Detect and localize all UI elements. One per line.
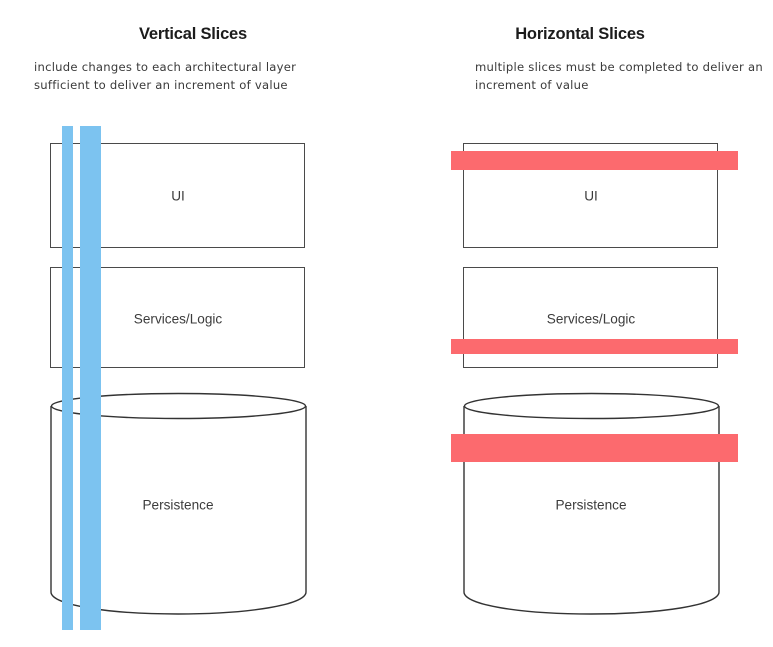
panel-title-horizontal: Horizontal Slices [515,25,645,43]
layer-label-services-right: Services/Logic [546,311,636,327]
panel-caption-vertical: include changes to each architectural la… [34,60,297,92]
horizontal-slice-1-ui [451,151,738,170]
vertical-slice-1 [62,126,73,630]
layer-cylinder-persistence-left [50,392,308,618]
layer-label-persistence-left: Persistence [142,497,214,513]
layer-label-services-left: Services/Logic [133,311,223,327]
panel-caption-horizontal: multiple slices must be completed to del… [475,60,763,92]
panel-vertical-slices: Vertical Slices include changes to each … [0,0,386,647]
panel-title-vertical: Vertical Slices [139,25,247,43]
vertical-slice-2 [80,126,101,630]
panel-horizontal-slices: Horizontal Slices multiple slices must b… [387,0,773,647]
horizontal-slice-3-persistence [451,434,738,462]
layer-label-ui-left: UI [171,188,185,204]
horizontal-slice-2-services [451,339,738,354]
layer-label-ui-right: UI [584,188,598,204]
layer-label-persistence-right: Persistence [555,497,627,513]
